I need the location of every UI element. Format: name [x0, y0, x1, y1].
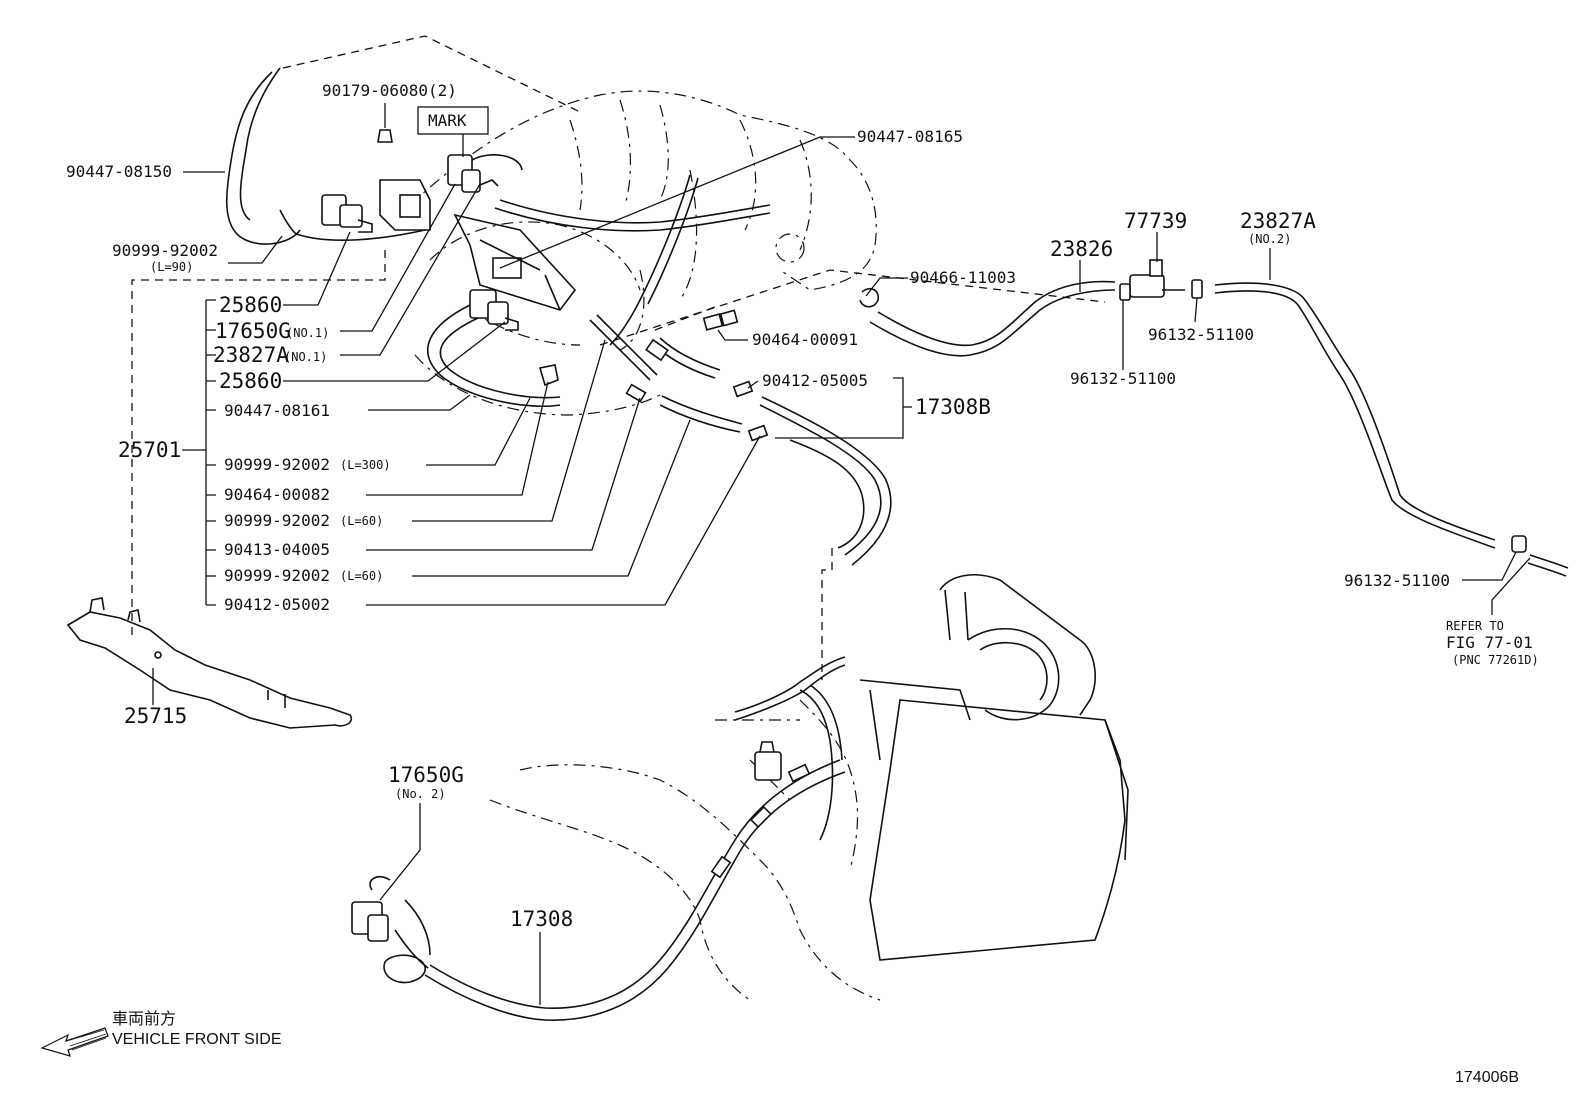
figure-id: 174006B	[1455, 1069, 1519, 1086]
label-90464-00091: 90464-00091	[752, 330, 858, 349]
label-25715: 25715	[124, 704, 187, 728]
phantom-link-mid	[599, 269, 1106, 346]
label-90999-92002-l300: 90999-92002	[224, 455, 330, 474]
hose-main-1	[499, 199, 771, 224]
hose-clamps-17308	[710, 763, 811, 879]
label-no1-a: (NO.1)	[286, 326, 329, 340]
label-90999-92002-l60b: 90999-92002	[224, 566, 330, 585]
label-25860-a: 25860	[219, 293, 282, 317]
clamp-90466	[859, 288, 880, 308]
label-90412-05005: 90412-05005	[762, 371, 868, 390]
hose-main-2	[609, 174, 691, 346]
label-90413-04005: 90413-04005	[224, 540, 330, 559]
label-90447-08150: 90447-08150	[66, 162, 172, 181]
hose-23826	[869, 289, 1116, 357]
label-17308b: 17308B	[915, 395, 991, 419]
label-90447-08165: 90447-08165	[857, 127, 963, 146]
fuel-tank-outline	[489, 699, 881, 1001]
label-17650g-no1: 17650G	[215, 319, 291, 343]
tube-upper-3	[659, 404, 741, 433]
label-96132-51100-left: 96132-51100	[1070, 369, 1176, 388]
label-17308: 17308	[510, 907, 573, 931]
label-l300: (L=300)	[340, 458, 391, 472]
clamp-center	[538, 364, 559, 387]
vsv-center	[469, 289, 519, 331]
label-23827a-no2: 23827A	[1240, 209, 1316, 233]
bracket-center	[453, 213, 577, 311]
label-90464-00082: 90464-00082	[224, 485, 330, 504]
label-l90: (L=90)	[150, 260, 193, 274]
phantom-link-canister	[821, 548, 833, 680]
label-l60a: (L=60)	[340, 514, 383, 528]
tube-upper-1	[589, 319, 651, 381]
intake-manifold-outline	[409, 90, 877, 416]
label-no2-top: (NO.2)	[1248, 232, 1291, 246]
label-l60b: (L=60)	[340, 569, 383, 583]
phantom-link-mid2	[654, 304, 721, 331]
hose-90447-08150	[225, 71, 301, 245]
hose-refer	[1529, 554, 1569, 569]
bracket-25715	[66, 597, 353, 729]
vsv-upper-mark	[447, 154, 523, 193]
vsv-upper-left	[321, 179, 431, 233]
tube-canister-1	[734, 664, 846, 721]
mark-box	[417, 106, 489, 135]
label-refer-3: (PNC 77261D)	[1452, 653, 1539, 667]
hose-loop-left	[427, 304, 561, 408]
label-no1-b: (NO.1)	[284, 350, 327, 364]
label-96132-51100-right: 96132-51100	[1344, 571, 1450, 590]
label-refer-1: REFER TO	[1446, 619, 1504, 633]
fitting-77739	[1120, 259, 1185, 298]
label-23827a-no1: 23827A	[213, 343, 289, 367]
label-90179-06080: 90179-06080(2)	[322, 81, 457, 100]
label-90412-05002: 90412-05002	[224, 595, 330, 614]
vsv-17650g-no2	[351, 875, 431, 984]
hose-17308b	[759, 404, 882, 556]
charcoal-canister	[859, 574, 1129, 961]
vsv-lower-mount	[754, 741, 782, 781]
vehicle-front-arrow-icon	[40, 1027, 109, 1057]
label-25860-b: 25860	[219, 369, 282, 393]
label-96132-51100-mid: 96132-51100	[1148, 325, 1254, 344]
label-90999-92002-l90: 90999-92002	[112, 241, 218, 260]
label-no2-low: (No. 2)	[395, 787, 446, 801]
label-90447-08161: 90447-08161	[224, 401, 330, 420]
phantom-link-top	[282, 35, 581, 113]
mark-label: MARK	[428, 111, 467, 130]
label-17650g-no2: 17650G	[388, 763, 464, 787]
label-front-en: VEHICLE FRONT SIDE	[112, 1031, 282, 1048]
phantom-link-bracket	[131, 250, 386, 640]
leader-lines	[152, 103, 1531, 1005]
hose-23827a-no2	[1214, 282, 1496, 541]
label-90999-92002-l60a: 90999-92002	[224, 511, 330, 530]
label-23826: 23826	[1050, 237, 1113, 261]
label-90466-11003: 90466-11003	[910, 268, 1016, 287]
label-front-jp: 車両前方	[112, 1010, 176, 1028]
hose-17308	[429, 759, 841, 1009]
clips-96132	[1119, 279, 1527, 553]
label-25701: 25701	[118, 438, 181, 462]
label-77739: 77739	[1124, 209, 1187, 233]
label-refer-2: FIG 77-01	[1446, 633, 1533, 652]
tube-canister-2	[799, 689, 834, 841]
